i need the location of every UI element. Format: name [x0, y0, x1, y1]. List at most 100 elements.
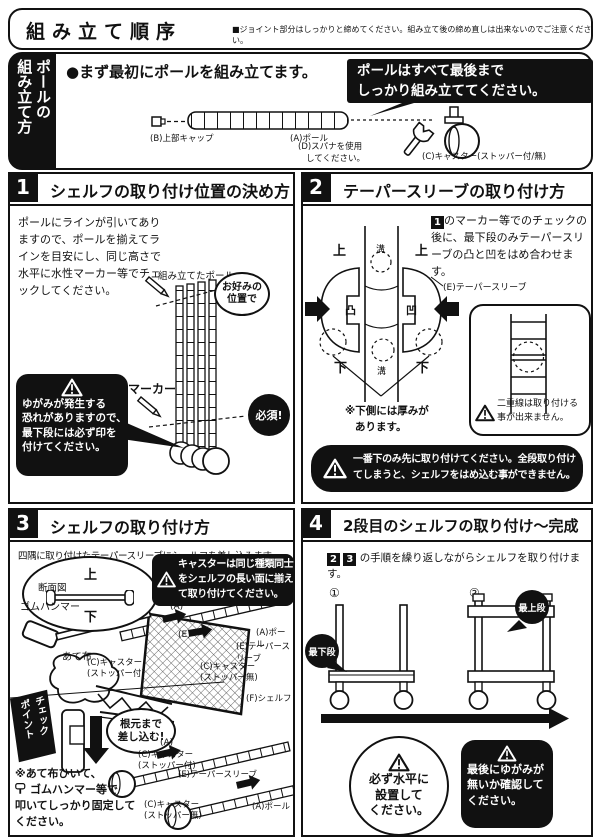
section-3-body: 四隅に取り付けたテーパースリーブにシェルフを差し込みます。: [18, 551, 280, 562]
cross-section-bar: [46, 590, 134, 606]
mark-line-bottom: [148, 415, 247, 428]
note-line: ※あて布ひいて、: [15, 767, 102, 780]
section-3-header: 3 シェルフの取り付け方: [8, 508, 293, 542]
cross-up-label: 上: [84, 568, 98, 583]
section-2-header: 2 テーパースリーブの取り付け方: [301, 172, 591, 206]
warning-line: キャスターは同じ種類同士: [178, 559, 294, 570]
top-tier-tail: [507, 620, 527, 632]
distortion-warning: ゆがみが発生する 恐れがありますので、 最下段には必ず印を 付けてください。: [16, 374, 128, 476]
warning-line: ください。: [467, 793, 522, 807]
bubble-line: 根元まで: [120, 717, 162, 730]
section-3-title: シェルフの取り付け方: [50, 518, 211, 537]
v-line-right: [380, 355, 430, 397]
push-arrow-right: [434, 296, 459, 322]
caster-with-stopper-label-bottom: (C)キャスター (ストッパー付): [138, 750, 196, 773]
page-title: 組み立て順序: [26, 21, 183, 43]
pole-label-bottom: (A)ポール: [252, 802, 290, 812]
label-line: (ストッパー無): [200, 673, 258, 684]
note-line-with-icon: ゴムハンマー等で: [15, 782, 135, 798]
mark-a-bottom: (A): [160, 738, 174, 748]
rubber-hammer: [21, 620, 60, 649]
slide-arrow-4: [236, 774, 261, 790]
inset-warning-text: 二重線は取り付ける 事が出来ません。: [497, 398, 578, 425]
caster-with-stopper-label-mid: (C)キャスター (ストッパー付): [87, 658, 145, 681]
hammer-icon: [15, 782, 26, 794]
label-caster: (C)キャスター(ストッパー付/無): [422, 152, 547, 162]
final-check-text: 最後にゆがみが 無いか確認して ください。: [461, 762, 553, 808]
label-groove-bottom: 溝: [377, 367, 387, 377]
push-arrow-left: [305, 296, 330, 322]
sleeve-label-right: (E)テーパースリーブ: [236, 642, 290, 664]
note-line: 叩いてしっかり固定して: [15, 798, 136, 812]
double-line-inset-box: [469, 304, 591, 436]
pole-diagram: [151, 103, 480, 159]
note-line: ください。: [15, 814, 70, 828]
caster-warning-text: キャスターは同じ種類同士 をシェルフの長い面に揃え て取り付けてください。: [178, 557, 294, 602]
assembled-poles: [175, 279, 217, 459]
pole-callout-line2: しっかり組み立ててください。: [357, 82, 546, 99]
warning-icon: [497, 745, 517, 762]
top-cap-part: [151, 116, 166, 127]
cart-step2: [467, 593, 557, 710]
marker-pen-icon-top: [144, 276, 170, 298]
bottom-warning-bar: 一番下のみ先に取り付けてください。全段取り付け てしまうと、シェルフをはめ込む事…: [311, 445, 583, 492]
section-2-diagram: [305, 226, 547, 414]
pole-assembly-box: ポールの 組み立て方 ●まず最初にポールを組み立てます。 ポールはすべて最後まで…: [8, 52, 593, 170]
warning-line: 設置して: [375, 787, 423, 802]
warning-callout-tail: [122, 421, 184, 448]
section-1-body: ポールにラインが引いてありますので、ポールを揃えてラインを目安にし、同じ高さで水…: [18, 216, 161, 298]
groove-circle-top: [370, 251, 392, 273]
section-4-body-text: の手順を繰り返しながらシェルフを取り付けます。: [327, 552, 581, 580]
section-1-title: シェルフの取り付け位置の決め方: [50, 182, 291, 201]
bottom-warning-text: 一番下のみ先に取り付けてください。全段取り付け てしまうと、シェルフをはめ込む事…: [353, 452, 576, 484]
progress-arrow: [321, 708, 569, 729]
caster-wheel-2-side: [167, 804, 177, 828]
section-3-diagram: [10, 591, 293, 830]
warning-icon: [388, 753, 410, 772]
label-line: (C)キャスター: [138, 750, 194, 760]
label-line: (ストッパー無): [144, 811, 202, 822]
caster-warning-box: キャスターは同じ種類同士 をシェルフの長い面に揃え て取り付けてください。: [152, 554, 294, 606]
warning-line: て取り付けてください。: [178, 589, 284, 600]
slide-arrow-2: [188, 623, 213, 639]
section-1-diagram: [122, 276, 247, 475]
step1-mark: ①: [329, 586, 340, 600]
warning-line: 二重線は取り付ける: [497, 399, 579, 409]
label-pole: (A)ポール: [290, 134, 328, 144]
distortion-warning-text: ゆがみが発生する 恐れがありますので、 最下段には必ず印を 付けてください。: [16, 397, 128, 455]
sleeve-label-bottom: (E)テーパースリーブ: [178, 770, 257, 780]
shelf-label: (F)シェルフ: [246, 694, 292, 704]
label-groove-top: 溝: [376, 245, 386, 255]
note-line: あります。: [355, 420, 407, 433]
pole-label-right: (A)ポール: [256, 628, 286, 650]
section-4-number: 4: [301, 508, 331, 538]
header-note: ■ジョイント部分はしっかりと締めてください。組み立て後の締め直しは出来ないのでご…: [232, 25, 592, 45]
insert-fully-bubble: 根元まで 差し込む!: [106, 708, 176, 754]
required-badge: 必須!: [248, 394, 290, 436]
tab-icon: 凸: [345, 304, 356, 317]
cloth-label: あて布: [62, 652, 92, 663]
warning-line: 付けてください。: [22, 441, 106, 454]
slot-icon: 凹: [406, 304, 417, 317]
sleeve-half-left: [320, 267, 360, 353]
label-spanner-line1: (D)スパナを使用: [298, 142, 363, 152]
warning-line: 一番下のみ先に取り付けてください。全段取り付け: [353, 454, 576, 465]
hammer-note: ※あて布ひいて、 ゴムハンマー等で 叩いてしっかり固定して ください。: [15, 766, 135, 830]
thickness-note: ※下側には厚みが あります。: [345, 404, 429, 436]
caster-part: [444, 106, 480, 159]
section-4: 4 2段目のシェルフの取り付け〜完成 2 3 の手順を繰り返しながらシェルフを取…: [301, 508, 593, 837]
section-1-header: 1 シェルフの取り付け位置の決め方: [8, 172, 293, 206]
caster-without-stopper-label-bottom: (C)キャスター (ストッパー無): [144, 800, 202, 823]
label-line: (C)キャスター: [144, 800, 200, 810]
label-line: (ストッパー付): [138, 761, 196, 772]
warning-icon: [323, 458, 347, 479]
label-spanner-line2: してください。: [306, 153, 365, 164]
header-box: 組み立て順序 ■ジョイント部分はしっかりと締めてください。組み立て後の締め直しは…: [8, 8, 593, 50]
step2-mark: ②: [469, 586, 480, 600]
sleeve-half-right: [402, 267, 442, 353]
cross-section-ellipse: 断面図 上 下: [22, 556, 158, 632]
bubble-line2: 位置で: [227, 294, 257, 305]
caster-stem: [61, 709, 85, 773]
caster-wheel-1-side: [111, 772, 121, 796]
